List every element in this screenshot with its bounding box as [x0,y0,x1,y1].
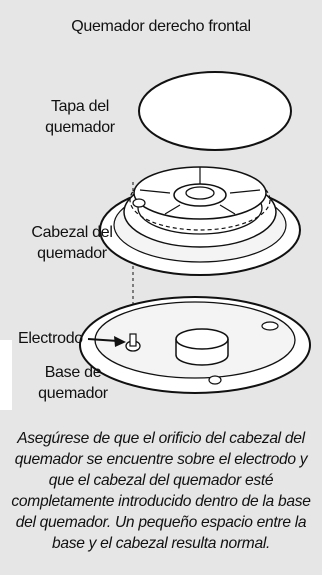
electrode-label: Electrodo [18,330,83,347]
cap-label-line1: Tapa del [50,98,110,115]
diagram-title: Quemador derecho frontal [71,18,251,35]
base-label: Base de quemador [18,362,128,404]
caption-text: Asegúrese de que el orificio del cabezal… [11,430,311,552]
burner-head [99,166,301,276]
base-label-line2: quemador [38,385,108,402]
cap-label: Tapa del quemador [20,96,140,138]
head-label-line1: Cabezal del [31,224,113,241]
margin-strip [0,340,12,410]
burner-base [79,296,311,394]
head-label-line2: quemador [37,245,107,262]
burner-cap [138,71,292,151]
base-label-line1: Base de [44,364,102,381]
electrode-leader-arrow [87,336,126,347]
electrode [125,333,141,352]
head-label: Cabezal del quemador [12,222,132,264]
cap-label-line2: quemador [45,119,115,136]
